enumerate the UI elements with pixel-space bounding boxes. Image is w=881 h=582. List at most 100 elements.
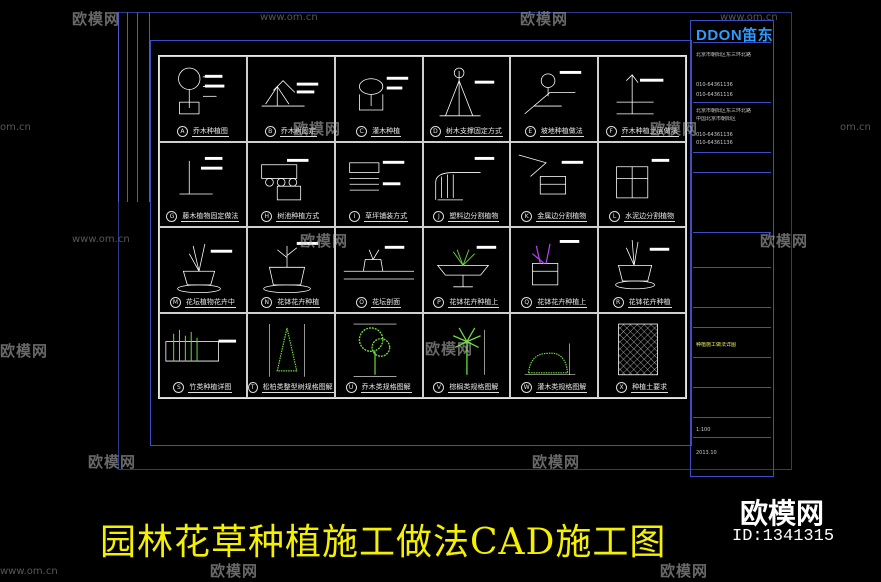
title-block-line: 010-64361136 [696, 140, 733, 146]
watermark-url: www.om.cn [720, 12, 778, 23]
detail-letter: E [524, 125, 536, 137]
detail-letter: N [261, 296, 273, 308]
detail-caption: 灌木种植 [371, 126, 402, 137]
detail-letter: G [166, 211, 178, 222]
detail-caption: 水泥边分割植物 [624, 212, 676, 222]
drawing-outer-frame [118, 12, 792, 470]
detail-caption: 灌木类规格图解 [536, 383, 588, 393]
detail-drawing-e [524, 70, 582, 115]
watermark-url: www.om.cn [72, 234, 130, 245]
detail-letter: F [605, 125, 617, 137]
model-id: ID:1341315 [732, 527, 835, 546]
detail-caption: 花钵花卉种植 [276, 297, 321, 308]
detail-letter: U [345, 382, 357, 393]
detail-caption: 花坛植物花卉中 [184, 297, 236, 308]
banner-title: 园林花草种植施工做法CAD施工图 [100, 522, 667, 563]
detail-drawing-s [165, 329, 237, 362]
detail-letter: A [176, 125, 188, 137]
detail-letter: W [521, 382, 533, 393]
detail-drawing-p [436, 245, 496, 288]
detail-letter: P [433, 296, 445, 308]
detail-caption: 松柏类整型树规格图解 [261, 383, 334, 393]
detail-caption: 乔木类规格图解 [360, 383, 412, 393]
detail-letter: L [609, 211, 621, 222]
watermark-brand: 欧模网 [760, 232, 809, 250]
detail-drawing-b [261, 80, 319, 107]
watermark-url: om.cn [0, 122, 31, 133]
detail-drawing-i [348, 160, 404, 191]
detail-drawing-k [519, 154, 584, 194]
watermark-brand: 欧模网 [210, 562, 259, 580]
detail-caption: 花钵花卉种植上 [448, 297, 500, 308]
detail-drawing-v [452, 327, 485, 375]
detail-caption: 草坪铺装方式 [364, 212, 409, 222]
detail-letter: I [349, 211, 361, 222]
detail-caption: 坡地种植做法 [539, 126, 584, 137]
title-block-line: 北京市朝阳区东三环北路 [696, 108, 752, 114]
watermark-brand: 欧模网 [532, 453, 581, 471]
detail-caption: 竹类种植详图 [188, 383, 233, 393]
detail-letter: S [173, 382, 185, 393]
drawing-inner-frame [150, 40, 692, 446]
title-block-line: 中国北京市朝阳区 [696, 116, 737, 122]
detail-letter: M [169, 296, 181, 308]
watermark-url: www.om.cn [0, 566, 58, 577]
title-block-line: 010-64361136 [696, 82, 733, 88]
detail-letter: J [433, 211, 445, 222]
detail-caption: 乔木树固定 [279, 126, 317, 137]
watermark-brand: 欧模网 [0, 342, 49, 360]
date-label: 2013.10 [696, 450, 717, 456]
detail-drawing-m [177, 243, 233, 294]
watermark-brand: 欧模网 [650, 120, 699, 138]
detail-drawing-t [268, 323, 305, 377]
brand-name: 欧模网 [740, 497, 825, 530]
detail-drawing-a [178, 67, 225, 115]
detail-letter: K [521, 211, 533, 222]
detail-letter: C [356, 125, 368, 137]
detail-caption: 树池种植方式 [276, 212, 321, 222]
detail-letter: Q [521, 296, 533, 308]
detail-caption: 藤木植物固定做法 [181, 212, 240, 222]
detail-drawing-c [358, 76, 408, 111]
watermark-brand: 欧模网 [88, 453, 137, 471]
detail-letter: R [612, 296, 624, 308]
detail-drawing-d [439, 67, 494, 117]
detail-caption: 花坛剖面 [371, 297, 402, 308]
detail-drawing-q [532, 240, 580, 286]
title-block: 北京市朝阳区东三环北路 010-64361136 010-64361116 北京… [693, 22, 771, 472]
watermark-brand: 欧模网 [72, 10, 121, 28]
detail-caption: 种植土要求 [631, 383, 669, 393]
detail-caption: 乔木种植土层做法 [620, 126, 679, 137]
watermark-brand: 欧模网 [425, 340, 474, 358]
detail-letter: D [429, 125, 441, 137]
detail-drawing-h [261, 158, 309, 200]
detail-letter: H [261, 211, 273, 222]
detail-drawing-w [524, 343, 576, 375]
watermark-brand: 欧模网 [300, 232, 349, 250]
detail-letter: B [264, 125, 276, 137]
